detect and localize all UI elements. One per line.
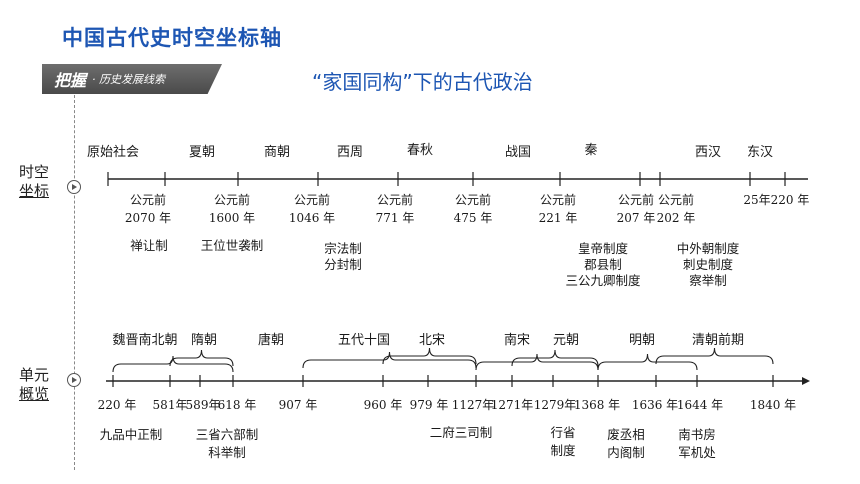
period-label: 战国	[505, 145, 531, 160]
date-label: 公元前	[377, 192, 413, 207]
date-label: 221 年	[539, 211, 578, 225]
institution-label: 郡县制	[584, 257, 622, 272]
date-label: 公元前	[130, 192, 166, 207]
date-label: 1636 年	[632, 398, 678, 412]
period-bracket	[112, 355, 234, 373]
date-label: 618 年	[218, 398, 257, 412]
date-label: 220 年	[98, 398, 137, 412]
date-label: 1046 年	[289, 211, 335, 225]
period-label: 隋朝	[191, 333, 217, 348]
date-label: 公元前	[455, 192, 491, 207]
banner-main-text: 把握	[54, 71, 87, 90]
page-title: 中国古代史时空坐标轴	[62, 26, 282, 50]
institution-label: 皇帝制度	[578, 241, 629, 256]
date-label: 907 年	[279, 398, 318, 412]
vertical-divider	[74, 95, 75, 470]
page-subtitle: “家国同构”下的古代政治	[312, 70, 533, 94]
date-label: 1271年	[491, 398, 534, 412]
date-label: 1127年	[452, 398, 495, 412]
institution-label: 刺史制度	[683, 257, 734, 272]
date-label: 960 年	[364, 398, 403, 412]
banner-sub-text: · 历史发展线索	[92, 73, 166, 86]
row-label-line: 概览	[18, 385, 49, 403]
date-label: 207 年	[617, 211, 656, 225]
institution-label: 废丞相	[607, 427, 645, 442]
period-label: 秦	[584, 143, 597, 158]
period-label: 原始社会	[87, 144, 139, 160]
institution-label: 九品中正制	[100, 427, 163, 442]
institution-label: 南书房	[678, 427, 716, 442]
period-bracket	[511, 349, 599, 367]
date-label: 公元前	[658, 192, 694, 207]
institution-label: 王位世袭制	[201, 238, 264, 253]
period-label: 清朝前期	[692, 332, 744, 348]
date-label: 979 年	[410, 398, 449, 412]
institution-label: 二府三司制	[430, 425, 493, 440]
row-label-line: 单元	[18, 366, 49, 384]
date-label: 202 年	[657, 211, 696, 225]
period-label: 明朝	[629, 333, 655, 348]
institution-label: 内阁制	[607, 445, 645, 460]
row-label-timeline-1: 时空 坐标	[14, 163, 54, 201]
date-label: 581年	[153, 398, 188, 412]
institution-label: 禅让制	[130, 238, 168, 253]
date-label: 2070 年	[125, 211, 171, 225]
period-label: 西汉	[695, 145, 721, 160]
institution-label: 分封制	[324, 257, 362, 272]
date-label: 1644 年	[677, 398, 723, 412]
period-label: 东汉	[747, 145, 773, 160]
institution-label: 行省	[550, 425, 575, 440]
period-label: 南宋	[504, 332, 530, 348]
period-bracket	[169, 349, 234, 367]
institution-label: 察举制	[689, 273, 727, 288]
institution-label: 三公九卿制度	[565, 273, 641, 288]
institution-label: 科举制	[208, 445, 246, 460]
timeline-arrow-icon	[802, 377, 810, 385]
period-bracket	[302, 351, 477, 369]
date-label: 25年	[743, 193, 770, 207]
date-label: 1368 年	[574, 398, 620, 412]
institution-label: 军机处	[678, 445, 716, 460]
section-banner: 把握 · 历史发展线索	[42, 64, 222, 94]
period-label: 夏朝	[189, 145, 215, 160]
date-label: 475 年	[454, 211, 493, 225]
date-label: 220 年	[771, 193, 810, 207]
period-label: 春秋	[407, 143, 433, 158]
period-label: 元朝	[553, 333, 579, 348]
play-icon[interactable]	[67, 180, 81, 194]
date-label: 公元前	[618, 192, 654, 207]
row-label-line: 坐标	[18, 182, 49, 200]
institution-label: 制度	[550, 443, 576, 458]
date-label: 1279年	[534, 398, 577, 412]
period-bracket	[382, 347, 477, 365]
row-label-line: 时空	[18, 163, 49, 181]
period-label: 魏晋南北朝	[112, 332, 177, 348]
date-label: 公元前	[214, 192, 250, 207]
play-icon[interactable]	[67, 373, 81, 387]
row-label-timeline-2: 单元 概览	[14, 366, 54, 404]
institution-label: 三省六部制	[196, 427, 259, 442]
date-label: 公元前	[294, 192, 330, 207]
date-label: 公元前	[540, 192, 576, 207]
period-label: 北宋	[419, 333, 445, 348]
date-label: 1840 年	[750, 398, 796, 412]
period-label: 商朝	[264, 145, 290, 160]
period-label: 唐朝	[258, 332, 284, 348]
date-label: 1600 年	[209, 211, 255, 225]
period-bracket	[475, 353, 599, 371]
institution-label: 中外朝制度	[677, 241, 740, 256]
period-bracket	[597, 353, 698, 371]
period-label: 西周	[337, 145, 363, 160]
date-label: 589年	[186, 398, 221, 412]
period-label: 五代十国	[338, 333, 390, 348]
date-label: 771 年	[376, 211, 415, 225]
period-bracket	[655, 347, 774, 365]
institution-label: 宗法制	[324, 241, 362, 256]
